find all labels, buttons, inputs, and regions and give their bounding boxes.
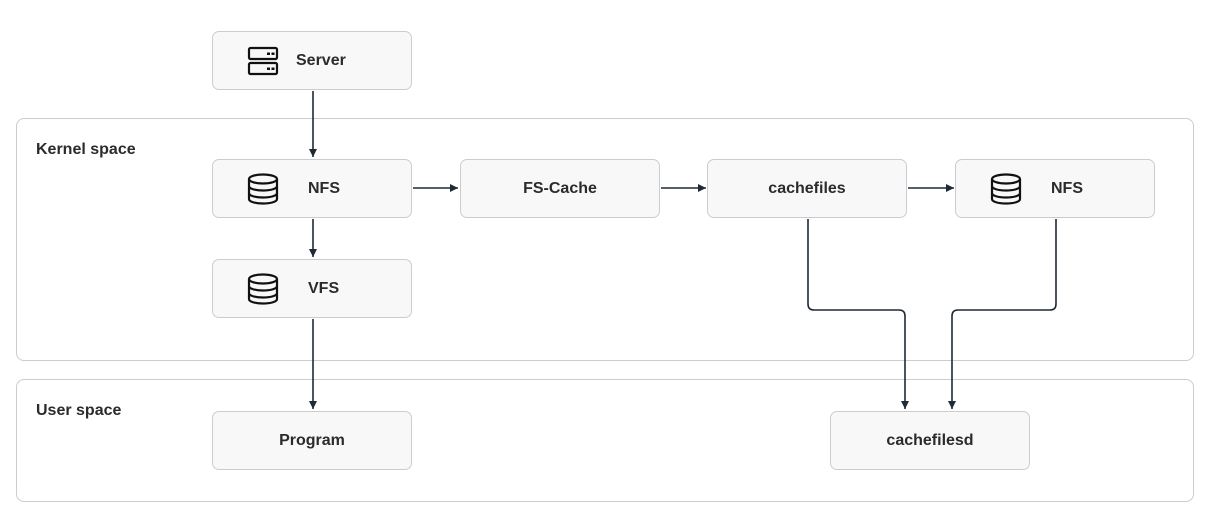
- nfs-node-right: NFS: [955, 159, 1155, 218]
- server-node: Server: [212, 31, 412, 90]
- nfs-label-right: NFS: [1051, 179, 1083, 197]
- fscache-node: FS-Cache: [460, 159, 660, 218]
- database-icon: [990, 172, 1022, 205]
- kernel-space-group: [16, 118, 1194, 361]
- nfs-label-left: NFS: [308, 179, 340, 197]
- cachefilesd-node: cachefilesd: [830, 411, 1030, 470]
- database-icon: [247, 172, 279, 205]
- server-icon: [247, 46, 279, 75]
- program-label: Program: [279, 431, 345, 449]
- server-label: Server: [296, 51, 346, 69]
- kernel-space-label: Kernel space: [36, 141, 136, 158]
- vfs-label: VFS: [308, 279, 340, 297]
- fscache-label: FS-Cache: [523, 179, 597, 197]
- user-space-label: User space: [36, 402, 122, 419]
- nfs-node-left: NFS: [212, 159, 412, 218]
- vfs-node: VFS: [212, 259, 412, 318]
- cachefilesd-label: cachefilesd: [886, 431, 974, 449]
- program-node: Program: [212, 411, 412, 470]
- database-icon: [247, 272, 279, 305]
- cachefiles-node: cachefiles: [707, 159, 907, 218]
- cachefiles-label: cachefiles: [768, 179, 846, 197]
